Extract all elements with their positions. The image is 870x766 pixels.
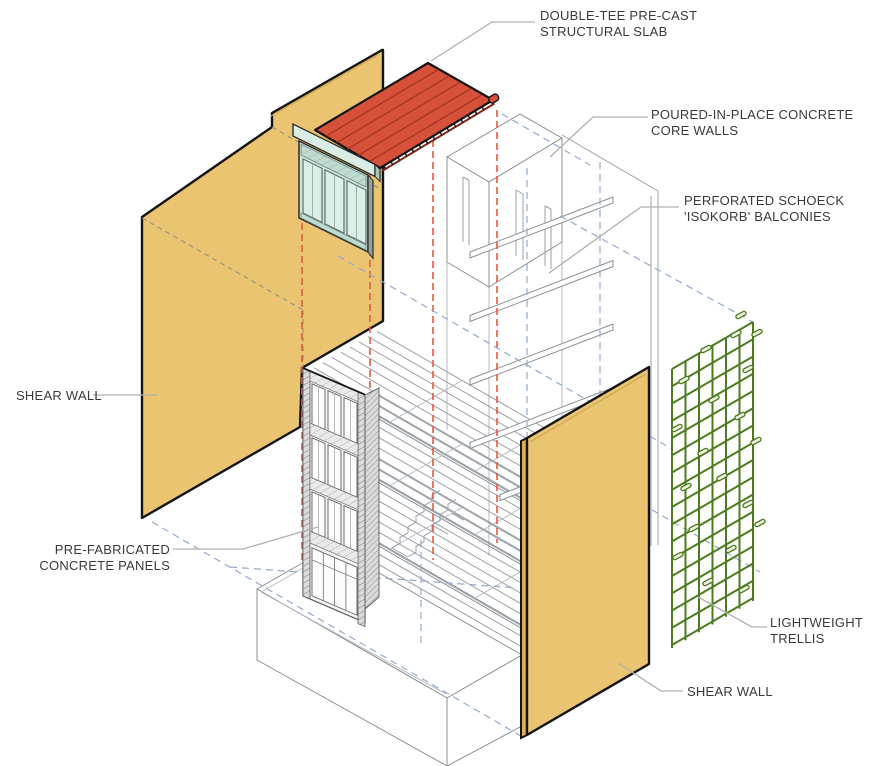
label-shear-wall-right: SHEAR WALL [687,684,773,700]
label-line: CORE WALLS [651,122,739,138]
label-core-walls: POURED-IN-PLACE CONCRETE CORE WALLS [651,107,853,138]
window-assembly [292,122,381,261]
stairs [391,489,465,558]
label-line: TRELLIS [770,630,825,646]
right-shear-wall [520,365,651,740]
prefab-panel-facade [302,367,380,628]
label-line: 'ISOKORB' BALCONIES [684,208,831,224]
label-balconies: PERFORATED SCHOECK 'ISOKORB' BALCONIES [684,193,844,224]
leader-shear-right [617,662,683,692]
projection-dashes-red [301,110,498,582]
leader-panels [173,526,319,550]
label-line: POURED-IN-PLACE CONCRETE [651,107,854,122]
guide-dashes-blue [151,113,761,737]
label-shear-wall-left: SHEAR WALL [16,388,102,404]
label-line: DOUBLE-TEE PRE-CAST [540,8,698,23]
concrete-core [446,113,563,288]
label-line: STRUCTURAL SLAB [540,23,668,39]
label-line: CONCRETE PANELS [39,557,170,573]
leader-double-tee [430,21,535,62]
label-double-tee-slab: DOUBLE-TEE PRE-CAST STRUCTURAL SLAB [540,8,697,39]
leader-balconies [548,206,679,274]
label-line: LIGHTWEIGHT [770,615,864,630]
label-line: PERFORATED SCHOECK [684,193,845,208]
label-prefab-panels: PRE-FABRICATED CONCRETE PANELS [8,542,170,573]
leader-core-walls [549,116,648,158]
label-line: SHEAR WALL [687,684,773,699]
leader-lines [93,21,767,692]
lightweight-trellis [670,310,767,648]
core-back-wall [561,134,659,546]
label-line: SHEAR WALL [16,388,102,403]
double-tee-slab [313,61,500,172]
label-trellis: LIGHTWEIGHT TRELLIS [770,615,863,646]
leader-trellis [697,596,767,628]
label-line: PRE-FABRICATED [54,542,170,557]
